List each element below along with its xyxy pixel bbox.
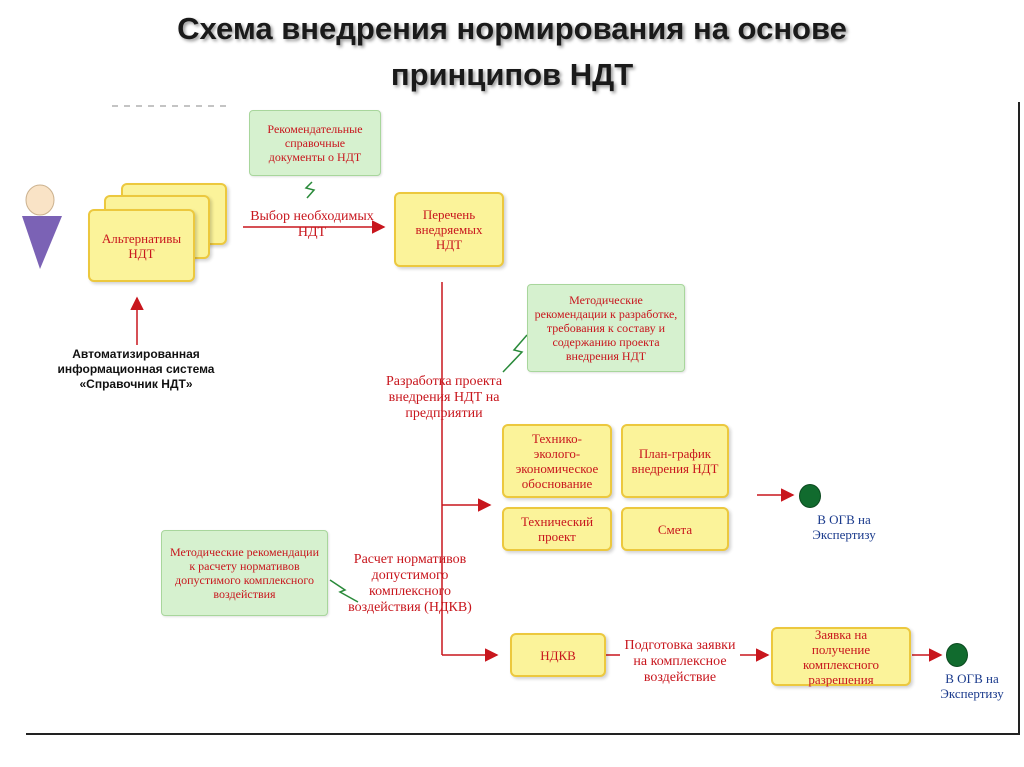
method-rec-1-note: Методические рекомендации к разработке, …	[527, 284, 685, 372]
estimate-box[interactable]: Смета	[621, 507, 729, 551]
recommend-docs-note: Рекомендательные справочные документы о …	[249, 110, 381, 176]
ais-label: Автоматизированная информационная систем…	[57, 347, 215, 391]
prep-application-label: Подготовка заявки на комплексное воздейс…	[624, 638, 736, 685]
endpoint-icon	[799, 484, 821, 508]
slide-title: Схема внедрения нормирования на основе п…	[0, 6, 1024, 98]
actor-icon	[22, 184, 62, 269]
project-dev-label: Разработка проекта внедрения НДТ на пред…	[385, 374, 503, 421]
feasibility-box[interactable]: Технико-эколого-экономическое обосновани…	[502, 424, 612, 498]
title-line-1: Схема внедрения нормирования на основе	[177, 11, 847, 46]
list-implemented-box[interactable]: Перечень внедряемых НДТ	[394, 192, 504, 267]
lightning-icon	[329, 579, 359, 603]
alternatives-box[interactable]: Альтернативы НДТ	[88, 209, 195, 282]
to-ogv-1-label: В ОГВ на Экспертизу	[812, 512, 876, 542]
lightning-icon	[304, 181, 316, 199]
permit-application-box[interactable]: Заявка на получение комплексного разреше…	[771, 627, 911, 687]
method-rec-2-note: Методические рекомендации к расчету норм…	[161, 530, 328, 616]
title-line-2: принципов НДТ	[390, 57, 634, 92]
tech-project-box[interactable]: Технический проект	[502, 507, 612, 551]
calc-ndkv-label: Расчет нормативов допустимого комплексно…	[348, 552, 472, 615]
alternatives-label: Альтернативы НДТ	[101, 230, 182, 261]
endpoint-icon	[946, 643, 968, 667]
choice-label: Выбор необходимых НДТ	[250, 209, 374, 240]
lightning-icon	[502, 334, 528, 373]
to-ogv-2-label: В ОГВ на Экспертизу	[940, 671, 1004, 701]
schedule-box[interactable]: План-график внедрения НДТ	[621, 424, 729, 498]
ndkv-box[interactable]: НДКВ	[510, 633, 606, 677]
